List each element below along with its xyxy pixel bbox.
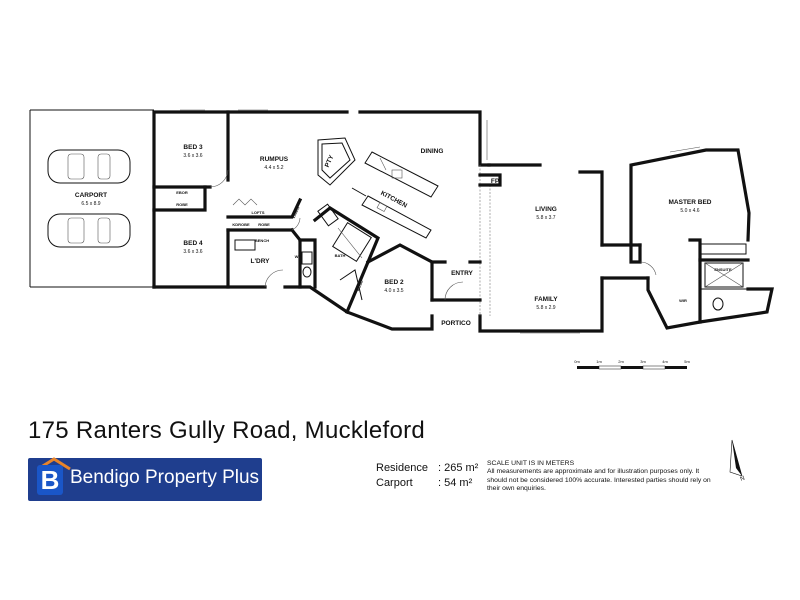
svg-text:LIVING: LIVING <box>535 206 557 213</box>
windows <box>180 109 701 334</box>
room-linen: LINEN <box>291 206 301 219</box>
room-kitchen: KITCHEN <box>379 190 408 210</box>
room-bench: BENCH <box>255 238 269 243</box>
svg-text:RUMPUS: RUMPUS <box>260 156 289 163</box>
room-bed3: BED 3 3.6 x 3.6 <box>183 144 203 159</box>
area-value: : 54 m² <box>438 477 473 489</box>
disclaimer-title: SCALE UNIT IS IN METERS <box>487 460 575 467</box>
room-robe: ROBE <box>176 202 188 207</box>
room-robe-2: ROBE <box>258 222 270 227</box>
area-value: : 265 m² <box>438 462 479 474</box>
room-portico: PORTICO <box>441 320 471 327</box>
interior-walls <box>152 110 750 324</box>
kitchen-fixtures <box>317 137 439 239</box>
scale-tick: 4m <box>662 359 668 364</box>
room-wir: WIR <box>679 298 687 303</box>
area-residence: Residence : 265 m² <box>376 461 478 476</box>
area-carport: Carport : 54 m² <box>376 476 478 491</box>
room-kdrobe: KDROBE <box>232 222 250 227</box>
room-master-bed: MASTER BED 5.0 x 4.6 <box>669 199 712 214</box>
area-label: Carport <box>376 477 413 489</box>
brand-logo: B Bendigo Property Plus <box>28 457 262 501</box>
brand-initial: B <box>37 465 63 495</box>
room-ensuite: ENSUITE <box>714 267 732 272</box>
room-dining: DINING <box>421 148 444 155</box>
svg-text:CARPORT: CARPORT <box>75 192 107 199</box>
svg-text:5.8 x 2.9: 5.8 x 2.9 <box>536 305 555 311</box>
svg-text:4.0 x 3.5: 4.0 x 3.5 <box>384 288 403 294</box>
svg-text:BED 2: BED 2 <box>384 279 404 286</box>
room-bed2: BED 2 4.0 x 3.5 <box>384 279 404 294</box>
property-address: 175 Ranters Gully Road, Muckleford <box>28 417 426 444</box>
brand-name: Bendigo Property Plus <box>70 467 260 488</box>
svg-text:5.8 x 3.7: 5.8 x 3.7 <box>536 215 555 221</box>
room-lofts: LOFTS <box>251 210 264 215</box>
svg-text:6.5 x 8.9: 6.5 x 8.9 <box>81 201 100 207</box>
disclaimer-text: All measurements are approximate and for… <box>487 468 711 493</box>
scale-tick: 5m <box>684 359 690 364</box>
svg-text:BED 4: BED 4 <box>183 240 203 247</box>
doors <box>209 169 657 301</box>
svg-text:4.4 x 5.2: 4.4 x 5.2 <box>264 165 283 171</box>
exterior-walls <box>152 110 774 333</box>
room-fireplace: FP <box>491 178 500 185</box>
room-laundry: L'DRY <box>251 258 271 265</box>
room-rumpus: RUMPUS 4.4 x 5.2 <box>260 156 289 171</box>
disclaimer: SCALE UNIT IS IN METERS All measurements… <box>487 460 712 494</box>
room-family: FAMILY 5.8 x 2.9 <box>534 296 558 311</box>
scale-tick: 1m <box>596 359 602 364</box>
room-robe-upper: EBOR <box>176 190 188 195</box>
scale-bar: 0m 1m 2m 3m 4m 5m <box>574 359 690 370</box>
room-wc: WC <box>295 254 302 259</box>
room-living: LIVING 5.8 x 3.7 <box>535 206 557 221</box>
room-bed4: BED 4 3.6 x 3.6 <box>183 240 203 255</box>
area-label: Residence <box>376 462 428 474</box>
svg-text:BED 3: BED 3 <box>183 144 203 151</box>
room-bath: BATH <box>335 253 346 258</box>
car-icon <box>47 149 131 184</box>
room-entry: ENTRY <box>451 270 473 277</box>
bathroom-fixtures <box>234 203 747 311</box>
svg-text:3.6 x 3.6: 3.6 x 3.6 <box>183 153 202 159</box>
svg-text:MASTER BED: MASTER BED <box>669 199 712 206</box>
scale-tick: 3m <box>640 359 646 364</box>
scale-tick: 0m <box>574 359 580 364</box>
room-carport: CARPORT 6.5 x 8.9 <box>75 192 107 207</box>
carport-area <box>29 109 154 288</box>
svg-text:5.0 x 4.6: 5.0 x 4.6 <box>680 208 699 214</box>
north-label: N <box>740 476 746 482</box>
room-robe-3: ROBE <box>355 279 364 292</box>
svg-text:FAMILY: FAMILY <box>534 296 558 303</box>
north-arrow-icon: N <box>729 439 746 482</box>
floor-plan: CARPORT 6.5 x 8.9 BED 3 3.6 x 3.6 BED 4 … <box>29 109 774 370</box>
scale-tick: 2m <box>618 359 624 364</box>
area-summary: Residence : 265 m² Carport : 54 m² <box>376 461 478 491</box>
svg-text:3.6 x 3.6: 3.6 x 3.6 <box>183 249 202 255</box>
car-icon <box>47 213 131 248</box>
room-pantry: PTY <box>324 154 336 169</box>
